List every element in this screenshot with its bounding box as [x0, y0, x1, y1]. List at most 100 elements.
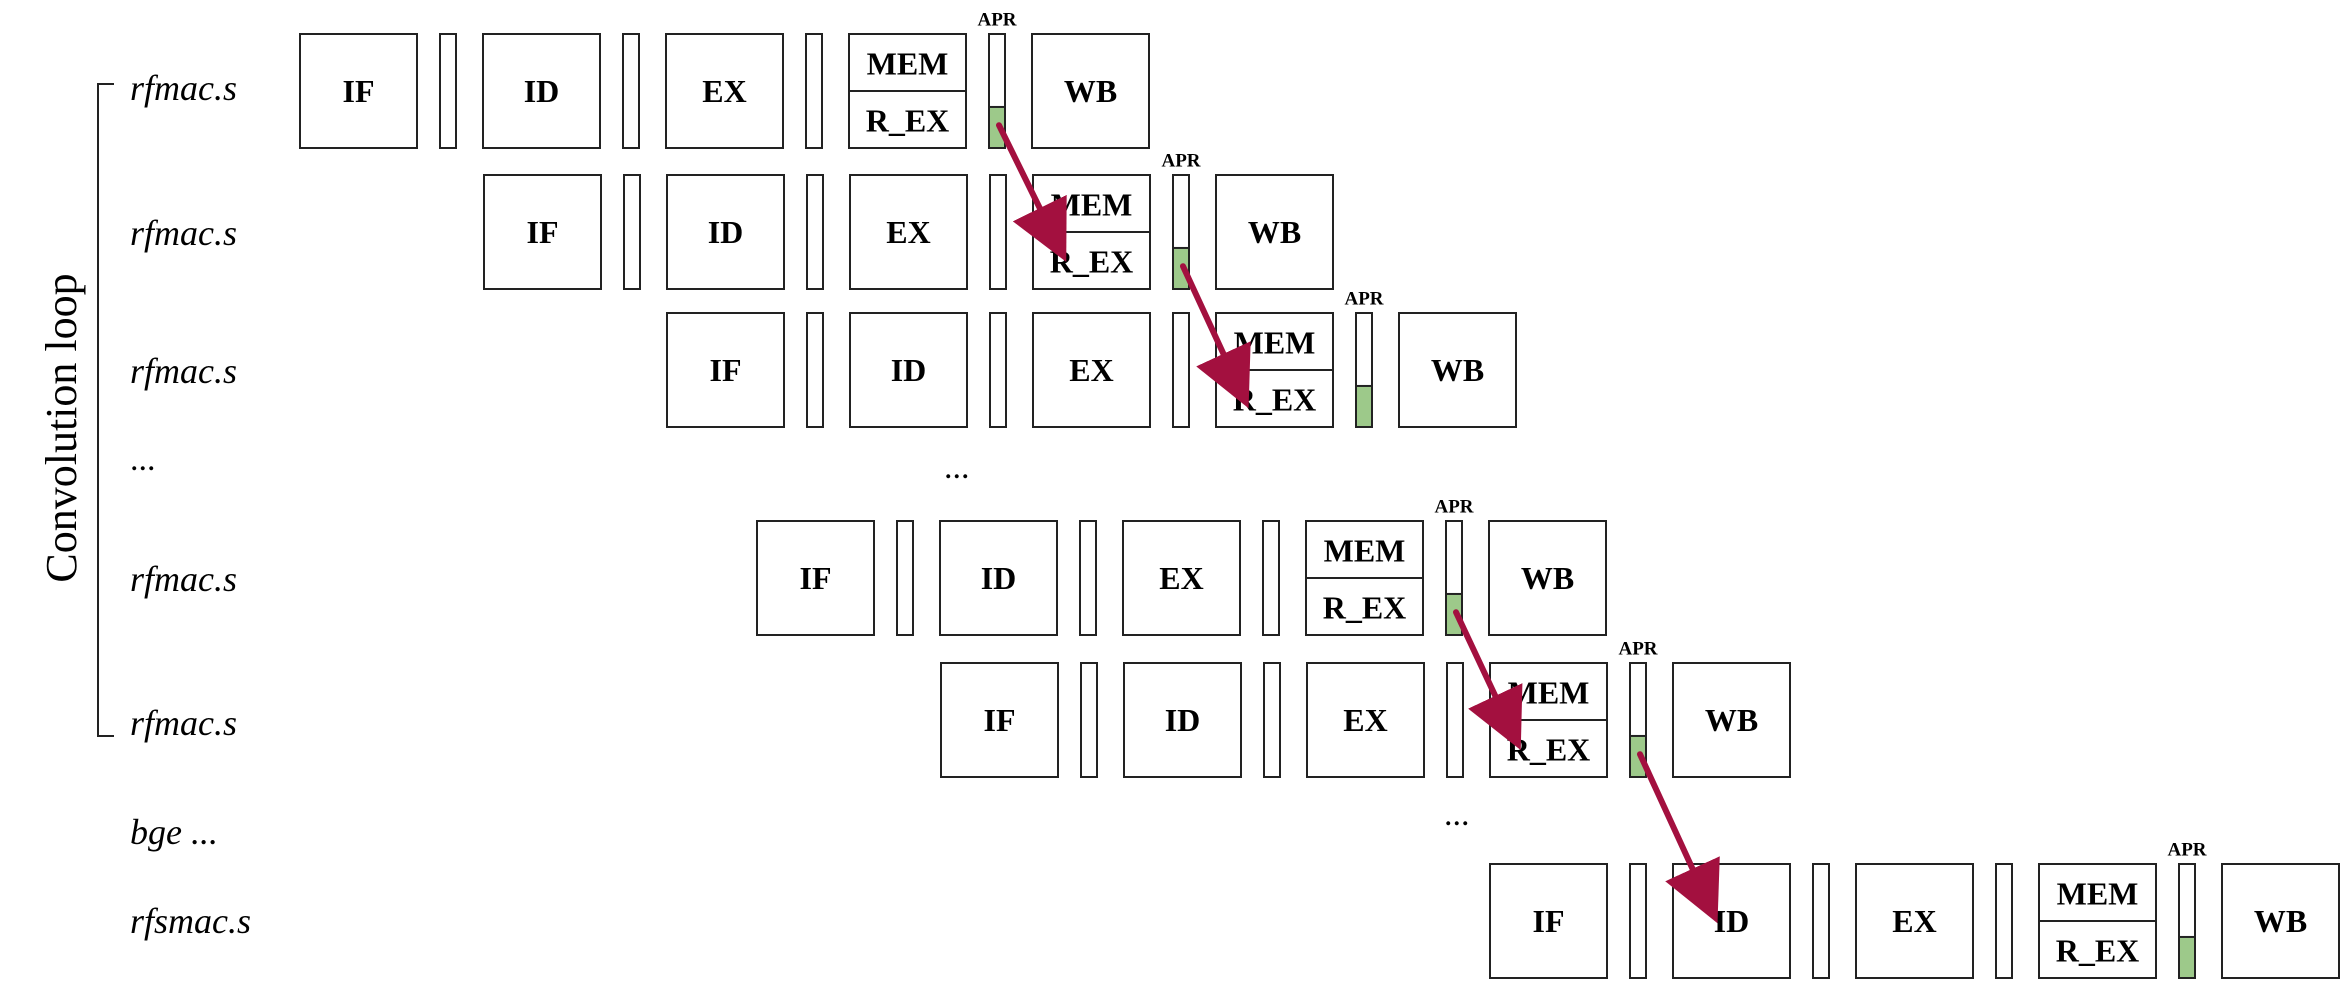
- stage-id-label: ID: [891, 352, 927, 388]
- pipeline-register: [805, 33, 823, 149]
- stage-id-label: ID: [708, 214, 744, 250]
- stage-wb-box: [2221, 863, 2340, 979]
- pipeline-register: [622, 33, 640, 149]
- stage-if-box: [299, 33, 418, 149]
- forward-arrow: [1180, 263, 1251, 409]
- stage-wb-label: WB: [2254, 903, 2307, 939]
- pipeline-register: [989, 174, 1007, 290]
- stage-id-label: ID: [1165, 702, 1201, 738]
- instruction-label: rfmac.s: [130, 351, 237, 391]
- stage-if-box: [940, 662, 1059, 778]
- instruction-label: rfmac.s: [130, 559, 237, 599]
- stage-id-label: ID: [524, 73, 560, 109]
- stage-mem-label: MEM: [2057, 876, 2139, 912]
- pipeline-register: [1629, 863, 1647, 979]
- pipeline-register: [896, 520, 914, 636]
- stage-if-label: IF: [527, 214, 559, 250]
- forward-arrow: [1453, 609, 1523, 751]
- pipeline-register: [1812, 863, 1830, 979]
- stage-rex-label: R_EX: [1507, 732, 1591, 768]
- pipeline-register: [806, 312, 824, 428]
- gap-dots: ...: [1444, 796, 1470, 833]
- stage-wb-label: WB: [1064, 73, 1117, 109]
- pipeline-rows: IF ID EX MEM R_EX APR WB IF ID EX MEM R_EX APR WB IF ID…: [299, 10, 2340, 980]
- stage-wb-box: [1215, 174, 1334, 290]
- pipeline-row: IF ID EX MEM R_EX APR WB: [666, 289, 1517, 428]
- pipeline-register: [1995, 863, 2013, 979]
- stage-wb-box: [1488, 520, 1607, 636]
- stage-id-box: [1123, 662, 1242, 778]
- pipeline-register: [1263, 662, 1281, 778]
- forward-arrow: [1637, 751, 1720, 924]
- pipeline-register: [1080, 662, 1098, 778]
- pipeline-register: [1079, 520, 1097, 636]
- stage-mem-label: MEM: [1234, 325, 1316, 361]
- stage-id-box: [666, 174, 785, 290]
- pipeline-register: [439, 33, 457, 149]
- stage-if-box: [666, 312, 785, 428]
- stage-ex-label: EX: [1159, 560, 1203, 596]
- stage-id-box: [939, 520, 1058, 636]
- stage-wb-label: WB: [1431, 352, 1484, 388]
- stage-rex-label: R_EX: [1050, 244, 1134, 280]
- stage-id-box: [849, 312, 968, 428]
- stage-if-box: [756, 520, 875, 636]
- stage-ex-box: [1855, 863, 1974, 979]
- instruction-label: rfmac.s: [130, 213, 237, 253]
- apr-label: APR: [1344, 289, 1383, 310]
- stage-ex-box: [665, 33, 784, 149]
- stage-ex-label: EX: [1892, 903, 1936, 939]
- pipeline-register: [623, 174, 641, 290]
- apr-label: APR: [2167, 840, 2206, 861]
- stage-wb-box: [1031, 33, 1150, 149]
- stage-if-label: IF: [1533, 903, 1565, 939]
- stage-wb-label: WB: [1248, 214, 1301, 250]
- apr-label: APR: [1434, 497, 1473, 518]
- stage-wb-label: WB: [1705, 702, 1758, 738]
- stage-mem-label: MEM: [867, 46, 949, 82]
- stage-ex-label: EX: [886, 214, 930, 250]
- stage-ex-box: [849, 174, 968, 290]
- apr-label: APR: [1618, 639, 1657, 660]
- stage-id-label: ID: [981, 560, 1017, 596]
- loop-label: Convolution loop: [37, 273, 86, 582]
- stage-ex-label: EX: [1069, 352, 1113, 388]
- stage-wb-box: [1398, 312, 1517, 428]
- pipeline-register: [806, 174, 824, 290]
- apr-fill: [2178, 935, 2196, 980]
- stage-rex-label: R_EX: [866, 103, 950, 139]
- stage-rex-label: R_EX: [2056, 933, 2140, 969]
- stage-wb-label: WB: [1521, 560, 1574, 596]
- stage-ex-box: [1032, 312, 1151, 428]
- stage-ex-label: EX: [702, 73, 746, 109]
- stage-mem-label: MEM: [1051, 187, 1133, 223]
- stage-if-label: IF: [710, 352, 742, 388]
- stage-if-box: [483, 174, 602, 290]
- stage-mem-label: MEM: [1508, 675, 1590, 711]
- instruction-label: ...: [130, 441, 156, 478]
- apr-fill: [1355, 384, 1373, 428]
- stage-if-label: IF: [984, 702, 1016, 738]
- stage-wb-box: [1672, 662, 1791, 778]
- stage-ex-box: [1306, 662, 1425, 778]
- forward-arrows: [996, 122, 1720, 924]
- pipeline-register: [989, 312, 1007, 428]
- pipeline-register: [1172, 312, 1190, 428]
- stage-ex-label: EX: [1343, 702, 1387, 738]
- stage-if-box: [1489, 863, 1608, 979]
- stage-if-label: IF: [800, 560, 832, 596]
- stage-if-label: IF: [343, 73, 375, 109]
- instruction-label: rfmac.s: [130, 703, 237, 743]
- instruction-label: rfmac.s: [130, 68, 237, 108]
- stage-rex-label: R_EX: [1233, 382, 1317, 418]
- gap-dots: ...: [944, 449, 970, 486]
- stage-ex-box: [1122, 520, 1241, 636]
- instruction-label: bge ...: [130, 812, 218, 852]
- apr-label: APR: [977, 10, 1016, 31]
- stage-id-box: [482, 33, 601, 149]
- stage-id-label: ID: [1714, 903, 1750, 939]
- pipeline-register: [1446, 662, 1464, 778]
